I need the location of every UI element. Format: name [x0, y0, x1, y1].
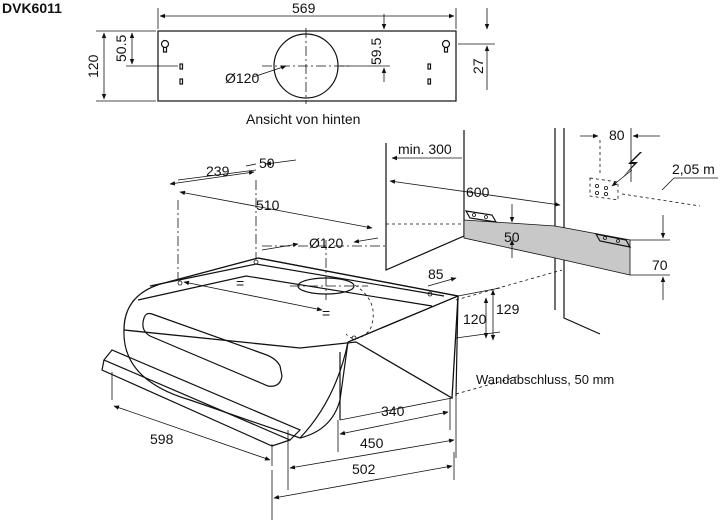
rear-right-offset-dim: 27	[470, 58, 486, 74]
dim-340: 340	[381, 403, 405, 419]
dim-510: 510	[256, 197, 280, 213]
rear-duct-diameter: Ø120	[225, 70, 259, 86]
upper-cabinet: min. 300 600 50 70 80 2,05 m	[385, 127, 718, 335]
rear-view-caption: Ansicht von hinten	[246, 111, 360, 127]
lightning-icon	[611, 152, 642, 187]
dim-502: 502	[352, 461, 376, 477]
keyhole-left-icon	[160, 39, 170, 53]
bracket-height-dim: 70	[652, 257, 668, 273]
model-label: DVK6011	[2, 0, 62, 16]
rear-duct-offset-dim: 59.5	[368, 38, 384, 65]
mount-hole-icon	[253, 259, 259, 265]
dim-129: 129	[496, 301, 520, 317]
range-hood: = = 239 50 510 Ø120 85 120 129 598 340	[101, 155, 563, 520]
dim-85: 85	[428, 266, 444, 282]
keyhole-right-icon	[441, 39, 451, 53]
slot-right-icon	[427, 63, 432, 70]
mount-hole-icon	[177, 280, 183, 286]
wall-strip	[463, 219, 631, 276]
rear-width-dim: 569	[292, 0, 316, 16]
slot-left-icon	[179, 63, 184, 70]
mount-hole-icon	[427, 291, 433, 297]
min-height-label: min. 300	[398, 141, 452, 157]
dim-50-top: 50	[259, 155, 275, 171]
equal-left-mark: =	[236, 275, 244, 291]
rear-hole-offset-dim: 50.5	[113, 35, 129, 62]
equal-right-mark: =	[322, 305, 330, 321]
hood-duct-diameter: Ø120	[309, 235, 343, 251]
socket-offset-dim: 80	[609, 127, 625, 143]
slot-right-lower-icon	[427, 78, 432, 85]
dim-239: 239	[206, 163, 230, 179]
socket-height-dim: 2,05 m	[672, 161, 715, 177]
mount-hole-icon	[351, 335, 357, 341]
slot-left-lower-icon	[179, 78, 184, 85]
socket-icon	[589, 177, 619, 201]
cabinet-width-dim: 600	[466, 184, 490, 200]
dim-450: 450	[360, 435, 384, 451]
bracket-right-icon	[594, 233, 632, 248]
bracket-left-icon	[464, 210, 498, 223]
rear-height-dim: 120	[85, 54, 101, 78]
wall-note: Wandabschluss, 50 mm	[476, 372, 614, 387]
rear-view: Ø120 569 120 50.5 59.5 27 Ansicht von hi…	[85, 0, 495, 127]
control-panel	[142, 312, 283, 387]
dim-598: 598	[150, 431, 174, 447]
dim-120: 120	[463, 311, 487, 327]
wall-gap-dim: 50	[504, 229, 520, 245]
